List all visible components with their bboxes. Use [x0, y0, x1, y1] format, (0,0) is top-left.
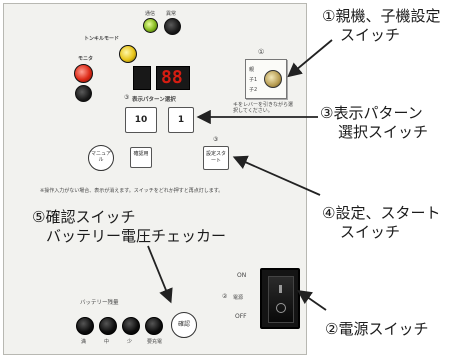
switch1-pos-parent: 親 [249, 67, 255, 73]
error-lamp-label: 異常 [166, 11, 177, 17]
power-off-label: OFF [235, 313, 247, 320]
battery-level-mid: 中 [104, 339, 110, 345]
callout-switch1: ①親機、子機設定 スイッチ [322, 7, 441, 44]
callout-pattern: ③表示パターン 選択スイッチ [320, 104, 429, 141]
display-warning: ※操作入力がない場合、表示が消えます。スイッチをどれか押すと再点灯します。 [40, 188, 224, 194]
pattern-button-1[interactable]: 1 [168, 107, 194, 133]
callout-battery: ⑤確認スイッチ バッテリー電圧チェッカー [32, 208, 227, 245]
confirm-caption-button[interactable]: 確認用 [130, 147, 152, 168]
power-switch-housing [260, 268, 300, 329]
power-label: 電源 [233, 295, 244, 301]
pattern-label: 表示パターン選択 [132, 97, 176, 103]
power-off-mark-icon [276, 303, 286, 313]
comm-lamp-label: 通信 [145, 11, 156, 17]
switch1-pos-child2: 子2 [249, 87, 258, 93]
arrow-battery [147, 245, 173, 304]
key-lever-switch[interactable] [264, 70, 282, 88]
battery-level-low: 少 [127, 339, 133, 345]
tonkiru-mode-label: トンキルモード [84, 36, 120, 42]
parent-child-switch-box: 親 子1 子2 [245, 59, 287, 99]
battery-level-charge: 要充電 [147, 339, 163, 345]
arrow-start [232, 155, 321, 196]
monitor-button[interactable] [75, 85, 92, 102]
monitor-lamp [74, 64, 93, 83]
battery-lamp-mid [99, 317, 117, 335]
switch1-note: キをレバーを引きながら選択してください。 [233, 102, 294, 114]
tonkiru-mode-lamp [119, 45, 137, 63]
manual-round-button[interactable]: マニュアル [88, 145, 114, 171]
arrow-switch1 [287, 39, 333, 78]
battery-check-button[interactable]: 確認 [171, 312, 197, 338]
digit-display-left [133, 66, 151, 90]
battery-label: バッテリー残量 [80, 300, 119, 306]
power-on-mark-icon [279, 285, 282, 293]
arrow-power [297, 289, 327, 311]
comm-lamp [143, 18, 158, 33]
battery-lamp-low [122, 317, 140, 335]
switch1-marker: ① [258, 48, 265, 56]
callout-power: ②電源スイッチ [325, 320, 429, 338]
digit-display-right: 88 [156, 66, 190, 90]
battery-lamp-full [76, 317, 94, 335]
callout-start: ④設定、スタート スイッチ [322, 204, 441, 241]
battery-lamp-charge [145, 317, 163, 335]
error-lamp [164, 18, 181, 35]
setting-start-button[interactable]: 設定スタート [203, 146, 229, 170]
switch1-pos-child1: 子1 [249, 77, 258, 83]
power-rocker-switch[interactable] [268, 276, 294, 323]
pattern-marker: ③ [124, 94, 130, 101]
monitor-label: モニタ [78, 56, 94, 62]
power-on-label: ON [237, 272, 247, 279]
power-marker: ② [222, 293, 228, 300]
battery-level-full: 満 [81, 339, 87, 345]
start-marker: ③ [213, 136, 219, 143]
control-panel: 通信 異常 トンキルモード モニタ 88 ① 親 子1 子2 キをレバーを引きな… [3, 3, 307, 355]
pattern-button-10[interactable]: 10 [125, 107, 157, 133]
